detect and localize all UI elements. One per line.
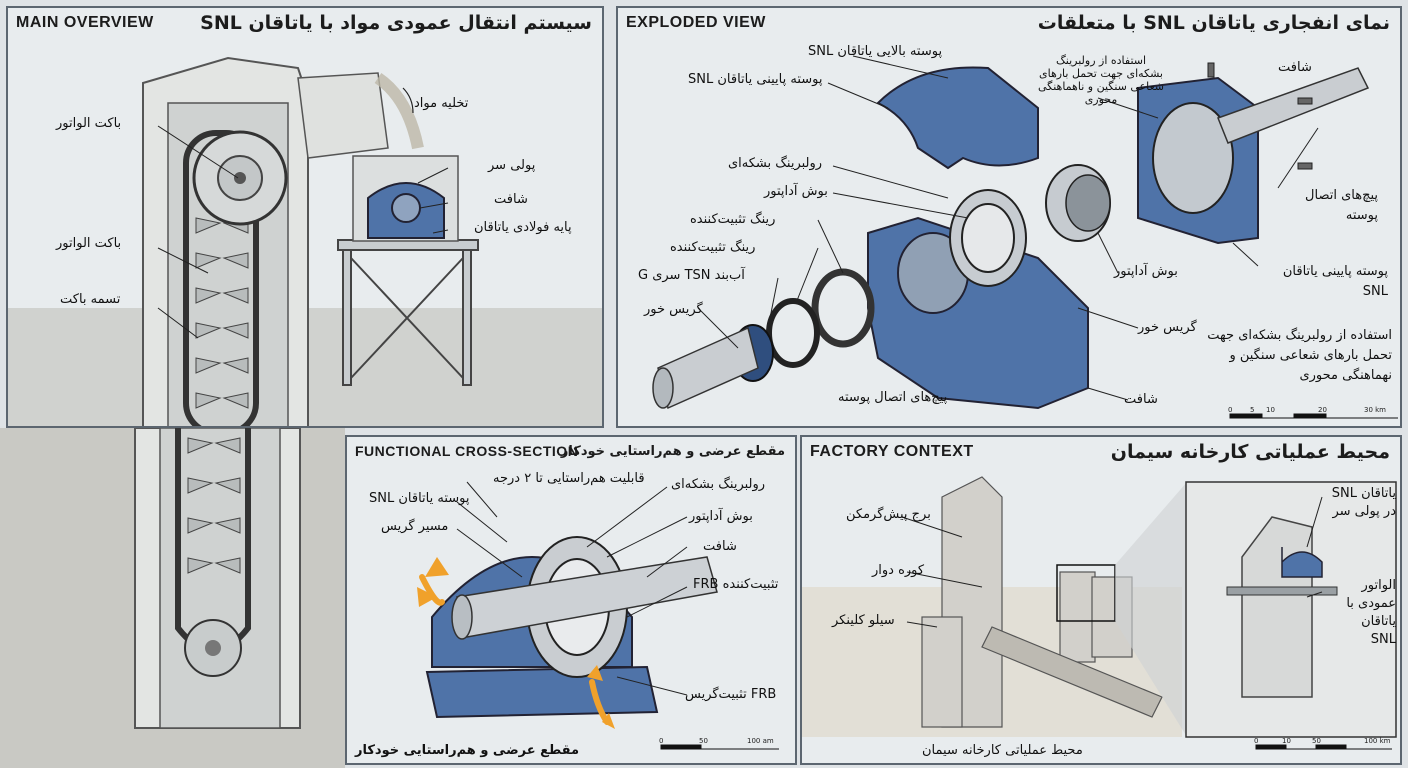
main-overview-title-fa: سیستم انتقال عمودی مواد با یاتاقان SNL bbox=[200, 12, 592, 34]
label-grease-nipple-right: گریس خور bbox=[1138, 320, 1197, 335]
label-housing-bolts-bottom: پیچ‌های اتصال پوسته bbox=[838, 390, 948, 405]
label-bucket-belt: تسمه باکت bbox=[60, 292, 121, 307]
label-shaft-top: شافت bbox=[1278, 60, 1312, 75]
factory-illustration bbox=[802, 476, 1397, 750]
label-bucket-1: باکت الواتور bbox=[56, 116, 122, 131]
label-cs-roller-bearing: رولبرینگ بشکه‌ای bbox=[671, 477, 766, 492]
label-grease-path: مسیر گریس bbox=[381, 519, 449, 534]
fc-scale-tick-0: 0 bbox=[1254, 737, 1259, 745]
label-adapter-sleeve-right: بوش آداپتور bbox=[1114, 264, 1178, 279]
label-cs-shaft: شافت bbox=[703, 539, 737, 554]
factory-context-panel: FACTORY CONTEXT محیط عملیاتی کارخانه سیم… bbox=[800, 435, 1402, 765]
label-snl-housing: پوسته یاتاقان SNL bbox=[369, 491, 470, 506]
cross-section-panel: FUNCTIONAL CROSS-SECTION مقطع عرضی و هم‌… bbox=[345, 435, 797, 765]
label-grease-nipple: گریس خور bbox=[644, 302, 703, 317]
label-discharge: تخلیه مواد bbox=[414, 96, 469, 111]
label-preheater: برج پیش‌گرمکن bbox=[846, 507, 931, 522]
label-lower-housing: پوسته پایینی یاتاقان SNL bbox=[688, 72, 823, 87]
label-steel-base: پایه فولادی یاتاقان bbox=[474, 220, 572, 235]
label-upper-housing: پوسته بالایی یاتاقان SNL bbox=[808, 44, 943, 59]
cross-section-illustration bbox=[417, 481, 779, 750]
cross-section-caption: مقطع عرضی و هم‌راستایی خودکار bbox=[355, 743, 580, 758]
label-locating-ring-2: رینگ تثبیت‌کننده bbox=[670, 240, 756, 255]
exploded-view-title-en: EXPLODED VIEW bbox=[626, 14, 766, 31]
label-frb-grease: FRB تثبیت‌گریس bbox=[685, 687, 777, 702]
elevator-lower-section bbox=[0, 428, 345, 768]
exploded-bearing-illustration bbox=[652, 55, 1398, 419]
scale-tick-10: 10 bbox=[1266, 406, 1275, 414]
exploded-view-panel: EXPLODED VIEW نمای انفجاری یاتاقان SNL ب… bbox=[616, 6, 1402, 428]
label-cs-adapter-sleeve: بوش آداپتور bbox=[689, 509, 753, 524]
main-overview-title-en: MAIN OVERVIEW bbox=[16, 14, 154, 31]
cs-scale-tick-50: 50 bbox=[699, 737, 708, 745]
fc-scale-tick-50: 50 bbox=[1312, 737, 1321, 745]
label-head-pulley: پولی سر bbox=[488, 158, 536, 173]
label-tsn-seal: آب‌بند TSN سری G bbox=[638, 268, 745, 283]
label-shaft-bottom: شافت bbox=[1124, 392, 1158, 407]
label-lower-housing-right: پوسته پایینی یاتاقان SNL bbox=[1282, 264, 1388, 299]
label-note-top: استفاده از رولبرینگ بشکه‌ای جهت تحمل بار… bbox=[1037, 54, 1164, 106]
cross-section-title-en: FUNCTIONAL CROSS-SECTION bbox=[355, 443, 579, 459]
main-overview-panel: MAIN OVERVIEW سیستم انتقال عمودی مواد با… bbox=[6, 6, 604, 428]
cross-section-title-fa: مقطع عرضی و هم‌راستایی خودکار bbox=[560, 444, 785, 459]
label-adapter-sleeve: بوش آداپتور bbox=[764, 184, 828, 199]
scale-tick-0: 0 bbox=[1228, 406, 1233, 414]
label-inset-bearing: یاتاقان SNL در پولی سر bbox=[1331, 486, 1396, 519]
label-bucket-2: باکت الواتور bbox=[56, 236, 122, 251]
label-clinker-silo: سیلو کلینکر bbox=[832, 613, 895, 628]
factory-context-caption: محیط عملیاتی کارخانه سیمان bbox=[922, 743, 1083, 758]
cs-scale-tick-0: 0 bbox=[659, 737, 664, 745]
label-inset-elevator: الواتور عمودی با یاتاقان SNL bbox=[1346, 578, 1396, 647]
elevator-illustration bbox=[8, 56, 602, 426]
label-roller-bearing: رولبرینگ بشکه‌ای bbox=[728, 156, 823, 171]
fc-scale-tick-10: 10 bbox=[1282, 737, 1291, 745]
label-rotary-kiln: کوره دوار bbox=[872, 563, 925, 578]
factory-context-title-en: FACTORY CONTEXT bbox=[810, 443, 974, 460]
fc-scale-tick-100: 100 km bbox=[1364, 737, 1391, 745]
label-note-bottom: استفاده از رولبرینگ بشکه‌ای جهت تحمل بار… bbox=[1207, 328, 1392, 383]
label-frb-fixer: تثبیت‌کننده FRB bbox=[693, 577, 779, 592]
factory-context-title-fa: محیط عملیاتی کارخانه سیمان bbox=[1110, 441, 1390, 463]
exploded-view-title-fa: نمای انفجاری یاتاقان SNL با متعلقات bbox=[1037, 12, 1390, 34]
scale-tick-20: 20 bbox=[1318, 406, 1327, 414]
label-shaft: شافت bbox=[494, 192, 528, 207]
label-housing-bolts: پیچ‌های اتصال پوسته bbox=[1305, 188, 1378, 223]
scale-tick-5: 5 bbox=[1250, 406, 1255, 414]
label-alignment: قابلیت هم‌راستایی تا ۲ درجه bbox=[493, 471, 645, 486]
scale-tick-30: 30 km bbox=[1364, 406, 1387, 414]
label-locating-ring-1: رینگ تثبیت‌کننده bbox=[690, 212, 776, 227]
cs-scale-tick-100: 100 am bbox=[747, 737, 774, 745]
